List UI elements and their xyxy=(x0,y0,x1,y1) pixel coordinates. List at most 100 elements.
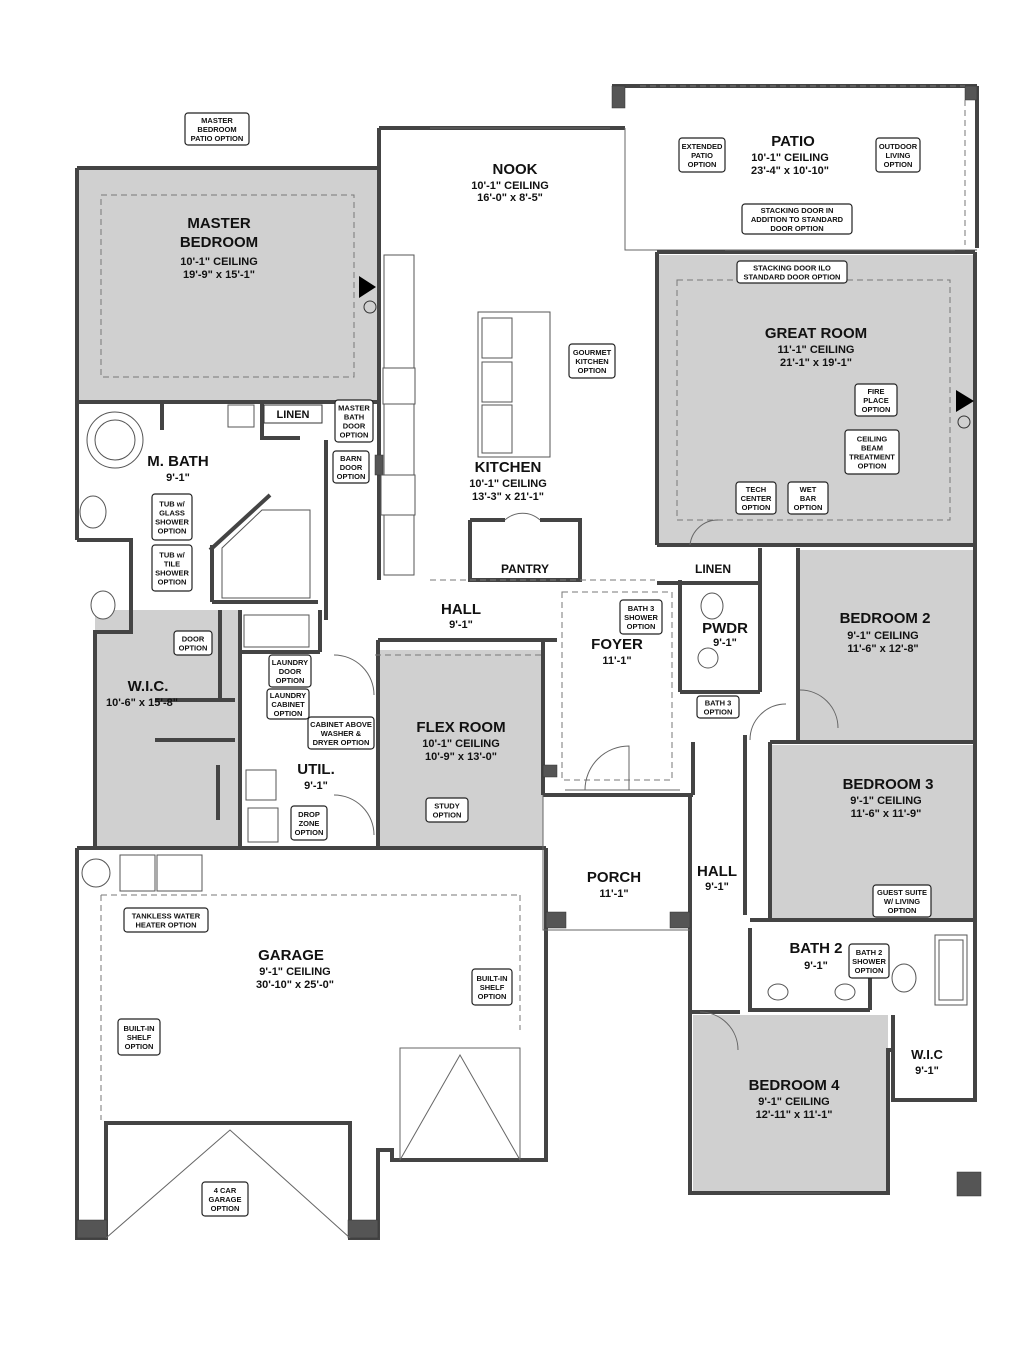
four-car-garage-option-box xyxy=(201,1181,249,1217)
wic-small-name: W.I.C xyxy=(911,1047,943,1062)
laundry-door-option-line: DOOR xyxy=(279,667,302,676)
util-name: UTIL. xyxy=(297,761,335,778)
great-room-ceiling: 11'-1" CEILING xyxy=(778,344,855,356)
built-in-shelf-option-left-line: OPTION xyxy=(125,1042,154,1051)
nook-name: NOOK xyxy=(493,161,538,178)
kitchen-size: 13'-3" x 21'-1" xyxy=(472,491,544,503)
flex-room-size: 10'-9" x 13'-0" xyxy=(425,751,497,763)
hall-right-ceiling: 9'-1" xyxy=(705,881,729,893)
drop-zone-option-line: ZONE xyxy=(299,819,320,828)
tub-glass-shower-option-line: TUB w/ xyxy=(159,500,185,509)
master-bedroom-name-line2: BEDROOM xyxy=(180,234,258,251)
laundry-cabinet-option-line: CABINET xyxy=(271,700,305,709)
foyer-name: FOYER xyxy=(591,636,643,653)
bath3-option-box xyxy=(696,695,740,719)
barn-door-option-line: DOOR xyxy=(340,463,363,472)
fire-place-option-line: FIRE xyxy=(867,387,884,396)
laundry-door-option-line: LAUNDRY xyxy=(272,658,308,667)
bath2-name: BATH 2 xyxy=(789,940,842,957)
cabinet-above-washer-option-line: DRYER OPTION xyxy=(313,738,370,747)
tub-tile-shower-option-line: TILE xyxy=(164,560,180,569)
laundry-door-option-line: OPTION xyxy=(276,676,305,685)
garage-name: GARAGE xyxy=(258,947,324,964)
gourmet-kitchen-option-box xyxy=(568,343,616,379)
pwdr-name: PWDR xyxy=(702,620,748,637)
door-swings xyxy=(333,512,839,1051)
pantry-name: PANTRY xyxy=(501,562,549,576)
extended-patio-option-line: EXTENDED xyxy=(682,142,723,151)
bedroom2-ceiling: 9'-1" CEILING xyxy=(847,630,918,642)
garage-ceiling: 9'-1" CEILING xyxy=(259,966,330,978)
barn-door-option-line: OPTION xyxy=(337,472,366,481)
window-marks xyxy=(125,127,955,1194)
bath2-shower-option-line: SHOWER xyxy=(852,957,886,966)
bedroom2-name: BEDROOM 2 xyxy=(840,610,931,627)
four-car-garage-option-line: 4 CAR xyxy=(214,1186,237,1195)
hall-center-name: HALL xyxy=(441,601,481,618)
wet-bar-option-line: BAR xyxy=(800,494,817,503)
master-bedroom-size: 19'-9" x 15'-1" xyxy=(183,269,255,281)
stacking-door-addition-option-line: DOOR OPTION xyxy=(770,224,823,233)
bath3-option-line: BATH 3 xyxy=(705,699,732,708)
tub-tile-shower-option-line: TUB w/ xyxy=(159,551,185,560)
stacking-door-ilo-option-line: STANDARD DOOR OPTION xyxy=(744,273,841,282)
cabinet-above-washer-option-line: CABINET ABOVE xyxy=(310,720,372,729)
stacking-door-addition-option-line: ADDITION TO STANDARD xyxy=(751,215,844,224)
master-bedroom-patio-option-box xyxy=(184,112,250,146)
extended-patio-option-box xyxy=(678,137,726,173)
guest-suite-option-box xyxy=(872,884,932,918)
tankless-water-heater-option-line: TANKLESS WATER xyxy=(132,912,201,921)
built-in-shelf-option-right-box xyxy=(471,968,513,1006)
outdoor-living-option-line: OUTDOOR xyxy=(879,142,918,151)
patio-name: PATIO xyxy=(771,133,815,150)
hall-center-ceiling: 9'-1" xyxy=(449,619,473,631)
door-option-box xyxy=(173,630,213,656)
gourmet-kitchen-option-line: GOURMET xyxy=(573,348,612,357)
drop-zone-option-line: DROP xyxy=(298,810,320,819)
kitchen-name: KITCHEN xyxy=(475,459,542,476)
gourmet-kitchen-option-line: KITCHEN xyxy=(575,357,608,366)
bath3-shower-option-box xyxy=(619,599,663,635)
m-bath-ceiling: 9'-1" xyxy=(166,472,190,484)
barn-door-option-box xyxy=(332,450,370,484)
tub-glass-shower-option-line: OPTION xyxy=(158,527,187,536)
bath2-shower-option-box xyxy=(848,943,890,979)
flex-room-name: FLEX ROOM xyxy=(416,719,505,736)
door-option-line: DOOR xyxy=(182,635,205,644)
bedroom4-name: BEDROOM 4 xyxy=(749,1077,841,1094)
bedroom3-size: 11'-6" x 11'-9" xyxy=(851,808,922,820)
great-room-name: GREAT ROOM xyxy=(765,325,867,342)
cabinet-above-washer-option-line: WASHER & xyxy=(321,729,362,738)
bedroom2-size: 11'-6" x 12'-8" xyxy=(847,643,918,655)
ceiling-beam-treatment-option-line: BEAM xyxy=(861,444,883,453)
guest-suite-option-line: W/ LIVING xyxy=(884,897,920,906)
drop-zone-option-box xyxy=(290,805,328,841)
pwdr-ceiling: 9'-1" xyxy=(713,637,737,649)
tub-glass-shower-option-line: SHOWER xyxy=(155,518,189,527)
fire-place-option-box xyxy=(854,383,898,417)
study-option-box xyxy=(425,797,469,823)
tech-center-option-line: OPTION xyxy=(742,503,771,512)
kitchen-ceiling: 10'-1" CEILING xyxy=(469,478,547,490)
util-ceiling: 9'-1" xyxy=(304,780,328,792)
great-room-size: 21'-1" x 19'-1" xyxy=(780,357,852,369)
built-in-shelf-option-right-line: BUILT-IN xyxy=(476,974,507,983)
four-car-garage-option-line: GARAGE xyxy=(209,1195,242,1204)
linen-hall-name: LINEN xyxy=(695,562,731,576)
porch-name: PORCH xyxy=(587,869,641,886)
master-bath-door-option-box xyxy=(334,399,374,443)
